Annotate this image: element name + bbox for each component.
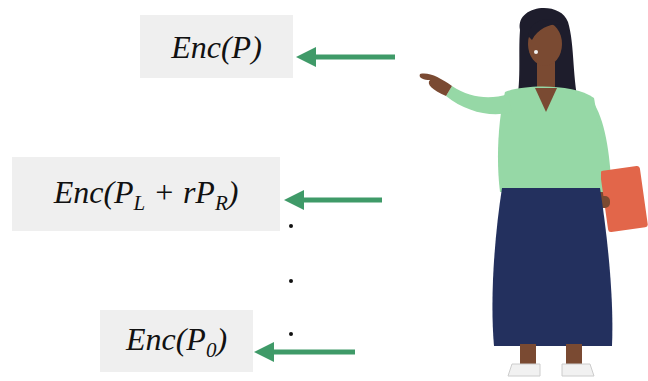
woman-figure — [420, 8, 648, 376]
formula-box: Enc(PL + rPR) — [12, 157, 280, 231]
formula-text: Enc(P) — [171, 27, 262, 67]
formula-text: Enc(PL + rPR) — [54, 172, 239, 216]
ellipsis-dots — [289, 224, 293, 336]
formula-text: Enc(P0) — [126, 319, 227, 363]
formula-box: Enc(P) — [140, 15, 293, 78]
formula-box: Enc(P0) — [100, 310, 253, 372]
